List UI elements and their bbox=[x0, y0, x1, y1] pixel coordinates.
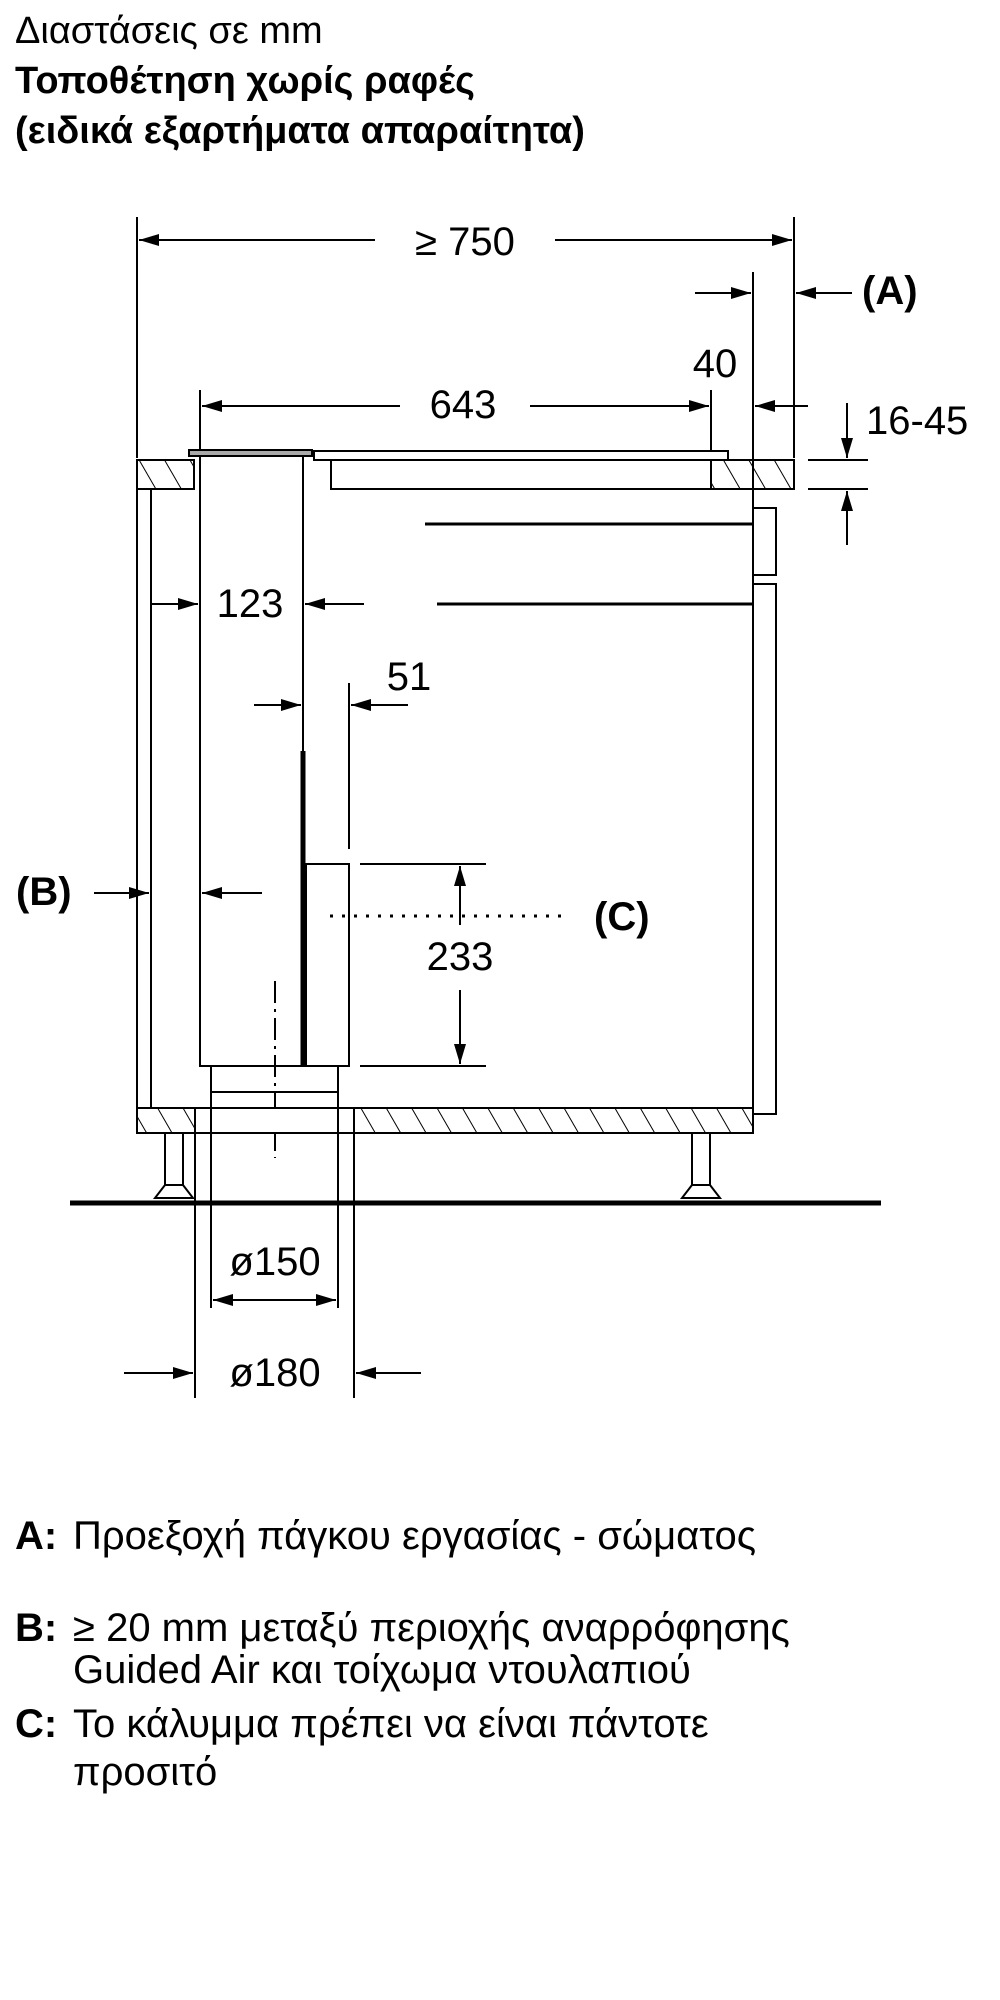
leg bbox=[691, 1132, 711, 1186]
label-b: (B) bbox=[16, 870, 72, 914]
dim-overhang: 40 bbox=[693, 342, 738, 386]
leg-foot bbox=[679, 1184, 723, 1199]
diagram-title: Τοποθέτηση χωρίς ραφές bbox=[15, 60, 475, 102]
dim-module-depth: 123 bbox=[217, 582, 284, 626]
dim-worktop-thickness: 16-45 bbox=[866, 399, 968, 443]
legend-text: ≥ 20 mm μεταξύ περιοχής αναρρόφησης bbox=[73, 1606, 790, 1650]
legend-item-b: B: ≥ 20 mm μεταξύ περιοχής αναρρόφησης bbox=[15, 1604, 790, 1652]
cabinet-side-left bbox=[136, 488, 152, 1109]
units-note: Διαστάσεις σε mm bbox=[15, 10, 323, 52]
dim-cover-offset: 51 bbox=[387, 655, 432, 699]
cabinet-bottom bbox=[353, 1107, 754, 1134]
dim-hob-width: 643 bbox=[430, 383, 497, 427]
label-a: (A) bbox=[862, 269, 918, 313]
service-cover bbox=[305, 863, 350, 1067]
label-c: (C) bbox=[594, 895, 650, 939]
legend-text: Προεξοχή πάγκου εργασίας - σώματος bbox=[73, 1514, 757, 1558]
front-panel-top bbox=[752, 507, 777, 576]
dim-total-width: ≥ 750 bbox=[415, 220, 515, 264]
legend-text: Το κάλυμμα πρέπει να είναι πάντοτε bbox=[73, 1702, 709, 1746]
diagram-subtitle: (ειδικά εξαρτήματα απαραίτητα) bbox=[15, 110, 585, 152]
dim-outer-diameter: ø180 bbox=[229, 1351, 320, 1395]
legend-item-c: C: Το κάλυμμα πρέπει να είναι πάντοτε bbox=[15, 1700, 709, 1748]
legend-key: B: bbox=[15, 1606, 58, 1650]
leg bbox=[164, 1132, 184, 1186]
legend-item-b-cont: Guided Air και τοίχωμα ντουλαπιού bbox=[73, 1648, 691, 1692]
duct-opening bbox=[194, 1107, 355, 1134]
extraction-column bbox=[199, 455, 304, 1067]
leg-foot bbox=[152, 1184, 196, 1199]
dim-inner-diameter: ø150 bbox=[229, 1240, 320, 1284]
legend-key: A: bbox=[15, 1514, 58, 1558]
hob-body bbox=[330, 459, 712, 490]
cabinet-bottom-left bbox=[136, 1107, 196, 1134]
legend-key: C: bbox=[15, 1702, 58, 1746]
front-panel bbox=[752, 583, 777, 1115]
legend-item-a: A: Προεξοχή πάγκου εργασίας - σώματος bbox=[15, 1512, 756, 1560]
dim-cover-height: 233 bbox=[427, 935, 494, 979]
worktop-left bbox=[136, 459, 195, 490]
legend-item-c-cont: προσιτό bbox=[73, 1750, 218, 1794]
hob-glass bbox=[313, 450, 729, 461]
